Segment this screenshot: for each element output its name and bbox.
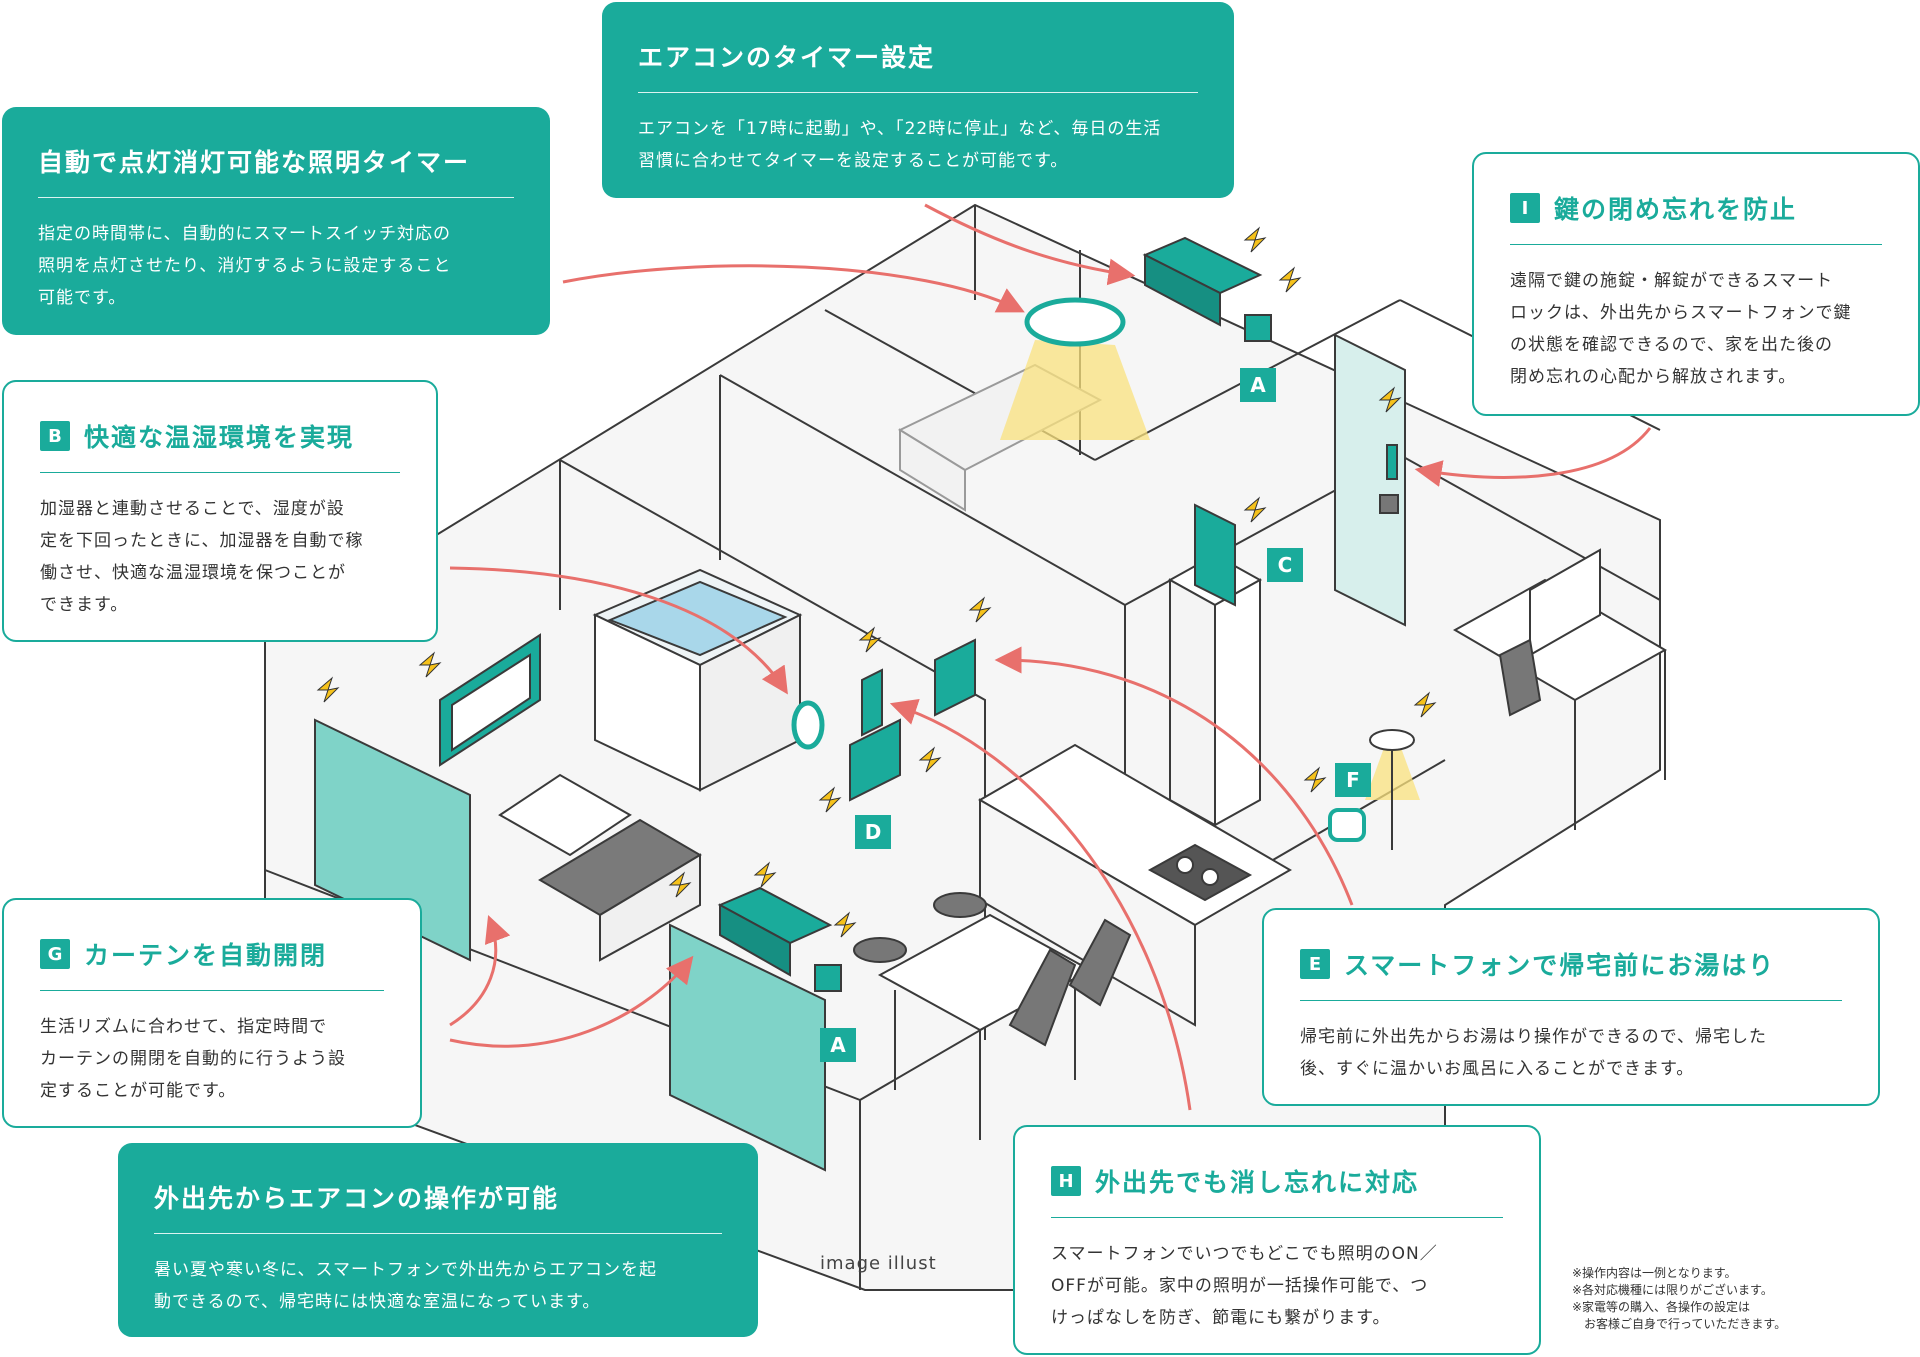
letter-badge: H — [1051, 1166, 1081, 1196]
image-caption: image illust — [820, 1253, 937, 1274]
title-text: 鍵の閉め忘れを防止 — [1554, 195, 1798, 224]
title-text: スマートフォンで帰宅前にお湯はり — [1344, 951, 1776, 980]
card-body: 暑い夏や寒い冬に、スマートフォンで外出先からエアコンを起 動できるので、帰宅時に… — [154, 1260, 657, 1312]
letter-badge: B — [40, 421, 70, 451]
tag-a-bedroom: A — [1240, 368, 1276, 402]
card-lights-off: H 外出先でも消し忘れに対応 スマートフォンでいつでもどこでも照明のON／ OFF… — [1013, 1125, 1541, 1355]
arrow-light-timer — [562, 264, 1025, 313]
aircon-bedroom — [1142, 236, 1272, 342]
divider — [638, 92, 1198, 93]
aircon-living — [717, 886, 842, 992]
divider — [1300, 1000, 1842, 1001]
arrow-lock — [1414, 427, 1652, 487]
divider — [40, 472, 400, 473]
disclaimer-notes: ※操作内容は一例となります。 ※各対応機種には限りがございます。 ※家電等の購入… — [1572, 1266, 1787, 1331]
signal-bolts — [316, 226, 1437, 938]
card-aircon-timer: エアコンのタイマー設定 エアコンを「17時に起動」や、「22時に停止」など、毎日… — [602, 2, 1234, 198]
arrow-curtain-2 — [449, 955, 694, 1048]
card-curtain: G カーテンを自動開閉 生活リズムに合わせて、指定時間で カーテンの開閉を自動的に… — [2, 898, 422, 1128]
card-body: 生活リズムに合わせて、指定時間で カーテンの開閉を自動的に行うよう設 定すること… — [40, 1017, 346, 1101]
title-text: カーテンを自動開閉 — [84, 941, 328, 970]
ceiling-light — [1000, 297, 1150, 440]
card-title: エアコンのタイマー設定 — [638, 43, 936, 72]
tag-f: F — [1335, 763, 1371, 797]
letter-badge: I — [1510, 193, 1540, 223]
tag-d: D — [855, 815, 891, 849]
entrance-door — [1334, 333, 1406, 627]
kitchen-counter — [978, 743, 1292, 1027]
humidifier — [1328, 808, 1366, 842]
card-body: 加湿器と連動させることで、湿度が設 定を下回ったときに、加湿器を自動で稼 働させ… — [40, 499, 364, 615]
card-body: 遠隔で鍵の施錠・解錠ができるスマート ロックは、外出先からスマートフォンで鍵 の… — [1510, 271, 1852, 387]
card-body: エアコンを「17時に起動」や、「22時に停止」など、毎日の生活 習慣に合わせてタ… — [638, 119, 1162, 171]
tag-c: C — [1267, 548, 1303, 582]
divider — [38, 197, 514, 198]
arrow-curtain-1 — [449, 914, 511, 1027]
card-bath: E スマートフォンで帰宅前にお湯はり 帰宅前に外出先からお湯はり操作ができるので、… — [1262, 908, 1880, 1106]
arrow-bath — [994, 646, 1354, 906]
arrow-aircon-timer — [924, 203, 1136, 286]
letter-badge: E — [1300, 949, 1330, 979]
card-title: G カーテンを自動開閉 — [40, 936, 384, 972]
refrigerator — [1167, 553, 1263, 827]
title-text: 外出先でも消し忘れに対応 — [1095, 1168, 1420, 1197]
arrow-lights-off — [889, 699, 1192, 1111]
card-title: E スマートフォンで帰宅前にお湯はり — [1300, 946, 1842, 982]
television — [439, 633, 541, 767]
card-title: B 快適な温湿環境を実現 — [40, 418, 400, 454]
water-heater-panel — [934, 503, 1236, 717]
floor-lamp — [1365, 729, 1420, 850]
card-body: 帰宅前に外出先からお湯はり操作ができるので、帰宅した 後、すぐに温かいお風呂に入… — [1300, 1027, 1767, 1079]
card-title: H 外出先でも消し忘れに対応 — [1051, 1163, 1503, 1199]
divider — [1051, 1217, 1503, 1218]
card-title: 自動で点灯消灯可能な照明タイマー — [38, 148, 471, 177]
dining-set — [853, 892, 1132, 1140]
tag-a-living: A — [820, 1028, 856, 1062]
card-title: 外出先からエアコンの操作が可能 — [154, 1184, 560, 1213]
divider — [154, 1233, 722, 1234]
card-title: I 鍵の閉め忘れを防止 — [1510, 190, 1882, 226]
card-lock: I 鍵の閉め忘れを防止 遠隔で鍵の施錠・解錠ができるスマート ロックは、外出先から… — [1472, 152, 1920, 416]
title-text: 快適な温湿環境を実現 — [84, 423, 355, 452]
divider — [40, 990, 384, 991]
card-aircon-remote: 外出先からエアコンの操作が可能 暑い夏や寒い冬に、スマートフォンで外出先からエア… — [118, 1143, 758, 1337]
card-humidity: B 快適な温湿環境を実現 加湿器と連動させることで、湿度が設 定を下回ったときに、… — [2, 380, 438, 642]
callout-arrows — [449, 203, 1652, 1111]
divider — [1510, 244, 1882, 245]
card-body: スマートフォンでいつでもどこでも照明のON／ OFFが可能。家中の照明が一括操作… — [1051, 1244, 1438, 1328]
desk — [1452, 548, 1668, 830]
arrow-humidity — [449, 566, 788, 695]
card-light-timer: 自動で点灯消灯可能な照明タイマー 指定の時間帯に、自動的にスマートスイッチ対応の… — [2, 107, 550, 335]
letter-badge: G — [40, 939, 70, 969]
wall-switches — [791, 668, 901, 802]
card-body: 指定の時間帯に、自動的にスマートスイッチ対応の 照明を点灯させたり、消灯するよう… — [38, 224, 452, 308]
